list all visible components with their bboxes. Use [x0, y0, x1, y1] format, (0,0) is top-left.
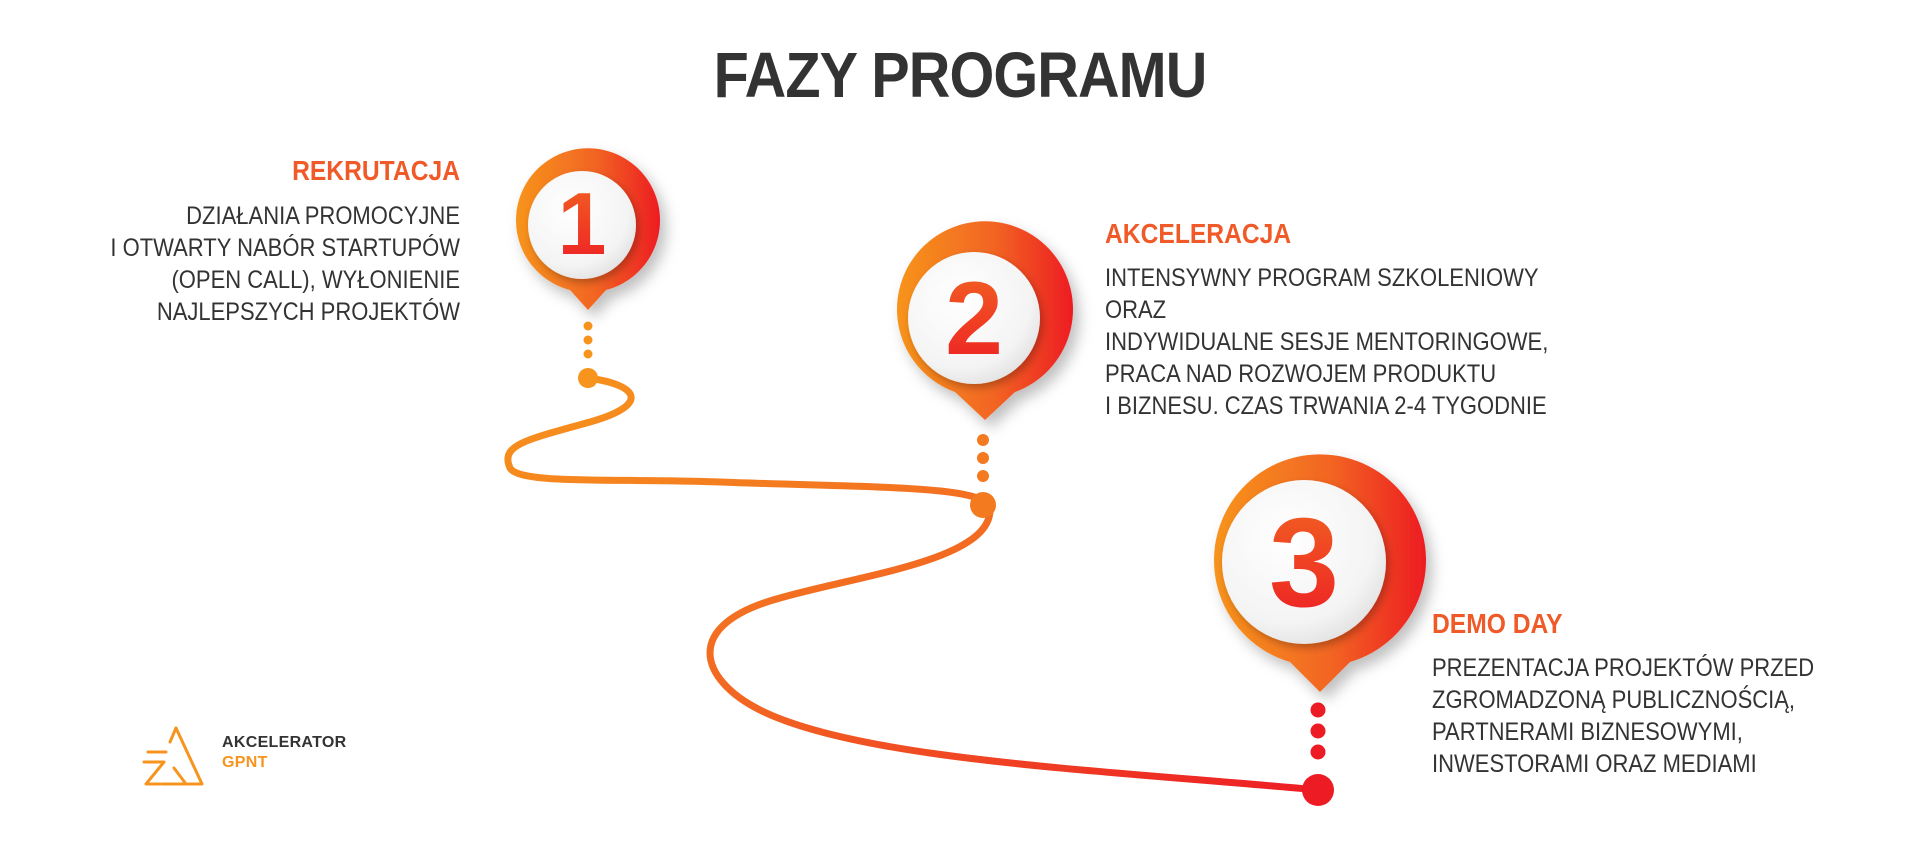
akcelerator-logo: AKCELERATOR GPNT [140, 722, 370, 792]
road-dot-1 [578, 368, 598, 388]
phase-2-description: INTENSYWNY PROGRAM SZKOLENIOWY ORAZ INDY… [1105, 264, 1549, 420]
phase-1-title: REKRUTACJA [292, 155, 460, 186]
phase-2-title: AKCELERACJA [1105, 218, 1292, 249]
logo-text-akcelerator: AKCELERATOR [222, 734, 347, 751]
phase-number-2: 2 [945, 261, 1003, 377]
phase-number-3: 3 [1269, 492, 1339, 633]
road-dot-3 [1302, 774, 1334, 806]
phase-marker-2-inner [908, 252, 1040, 384]
phase-number-1: 1 [558, 174, 607, 273]
phase-1-description: DZIAŁANIA PROMOCYJNE I OTWARTY NABÓR STA… [110, 202, 460, 326]
page-title: FAZY PROGRAMU [713, 39, 1208, 111]
road-dot-2 [970, 492, 996, 518]
akcelerator-logo-icon [142, 726, 204, 786]
phase-marker-3-inner [1222, 480, 1386, 644]
phase-3-title: DEMO DAY [1432, 608, 1563, 639]
phase-3-description: PREZENTACJA PROJEKTÓW PRZED ZGROMADZONĄ … [1432, 654, 1815, 778]
road-path [504, 374, 1322, 794]
logo-text-gpnt: GPNT [222, 754, 268, 771]
dotted-connector-2 [977, 434, 989, 482]
dotted-connector-3 [1310, 702, 1326, 760]
phase-marker-1-inner [528, 171, 636, 279]
dotted-connector-1 [583, 321, 593, 359]
